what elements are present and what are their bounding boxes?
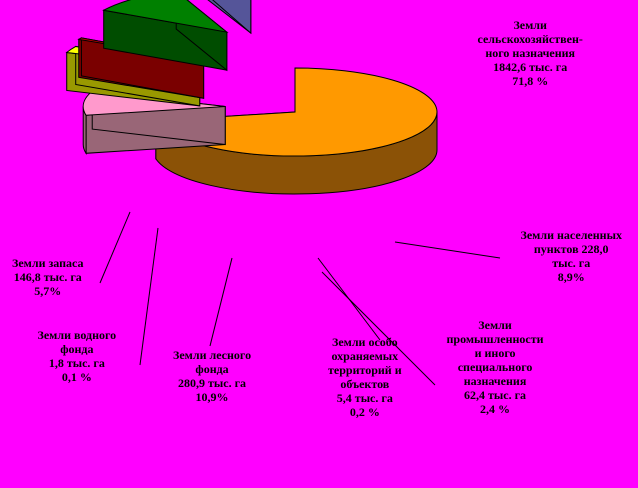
label-agri-line: сельскохозяйствен-: [477, 32, 583, 46]
slice-forest-top: [102, 0, 229, 33]
label-protected-line: территорий и: [328, 363, 402, 377]
label-agri-line: ного назначения: [485, 46, 576, 60]
label-industry-line: промышленности: [446, 332, 544, 346]
label-industry-line: специального: [457, 360, 533, 374]
label-protected-line: 0,2 %: [349, 405, 380, 419]
label-water-line: 1,8 тыс. га: [48, 356, 105, 370]
label-protected-line: Земли особо: [331, 335, 398, 349]
label-industry-line: 2,4 %: [480, 402, 511, 416]
label-industry-line: 62,4 тыс. га: [464, 388, 527, 402]
leader-industry: [321, 271, 436, 386]
label-forest-line: 280,9 тыс. га: [178, 376, 247, 390]
label-forest-line: фонда: [195, 362, 229, 376]
slice-water-wall-1: [212, 0, 252, 35]
leader-reserve: [99, 211, 131, 284]
label-reserve-line: 146,8 тыс. га: [13, 270, 82, 284]
label-water-line: Земли водного: [37, 328, 117, 342]
leader-settlements: [394, 241, 501, 259]
label-water-line: фонда: [60, 342, 94, 356]
label-forest-line: 10,9%: [195, 390, 229, 404]
leader-water: [139, 227, 159, 366]
label-industry-line: и иного: [474, 346, 516, 360]
label-industry-line: назначения: [463, 374, 527, 388]
label-agri-line: Земли: [513, 18, 547, 32]
label-forest-line: Земли лесного: [173, 348, 252, 362]
leader-forest: [209, 257, 233, 347]
pie-slices: [65, 0, 438, 195]
label-agri-line: 1842,6 тыс. га: [493, 60, 568, 74]
label-settlements-line: тыс. га: [552, 256, 591, 270]
label-protected-line: охраняемых: [331, 349, 399, 363]
slice-water: [207, 0, 252, 35]
label-protected-line: объектов: [340, 377, 390, 391]
label-water-line: 0,1 %: [61, 370, 92, 384]
label-protected-line: 5,4 тыс. га: [336, 391, 393, 405]
label-reserve-line: Земли запаса: [12, 256, 84, 270]
label-industry-line: Земли: [478, 318, 512, 332]
label-reserve-line: 5,7%: [34, 284, 62, 298]
label-settlements-line: пунктов 228,0: [533, 242, 609, 256]
leader-protected: [317, 257, 381, 341]
label-settlements-line: 8,9%: [557, 270, 585, 284]
label-agri-line: 71,8 %: [512, 74, 549, 88]
label-settlements-line: Земли населенных: [520, 228, 622, 242]
leader-lines: [99, 211, 501, 386]
slice-forest: [102, 0, 229, 72]
